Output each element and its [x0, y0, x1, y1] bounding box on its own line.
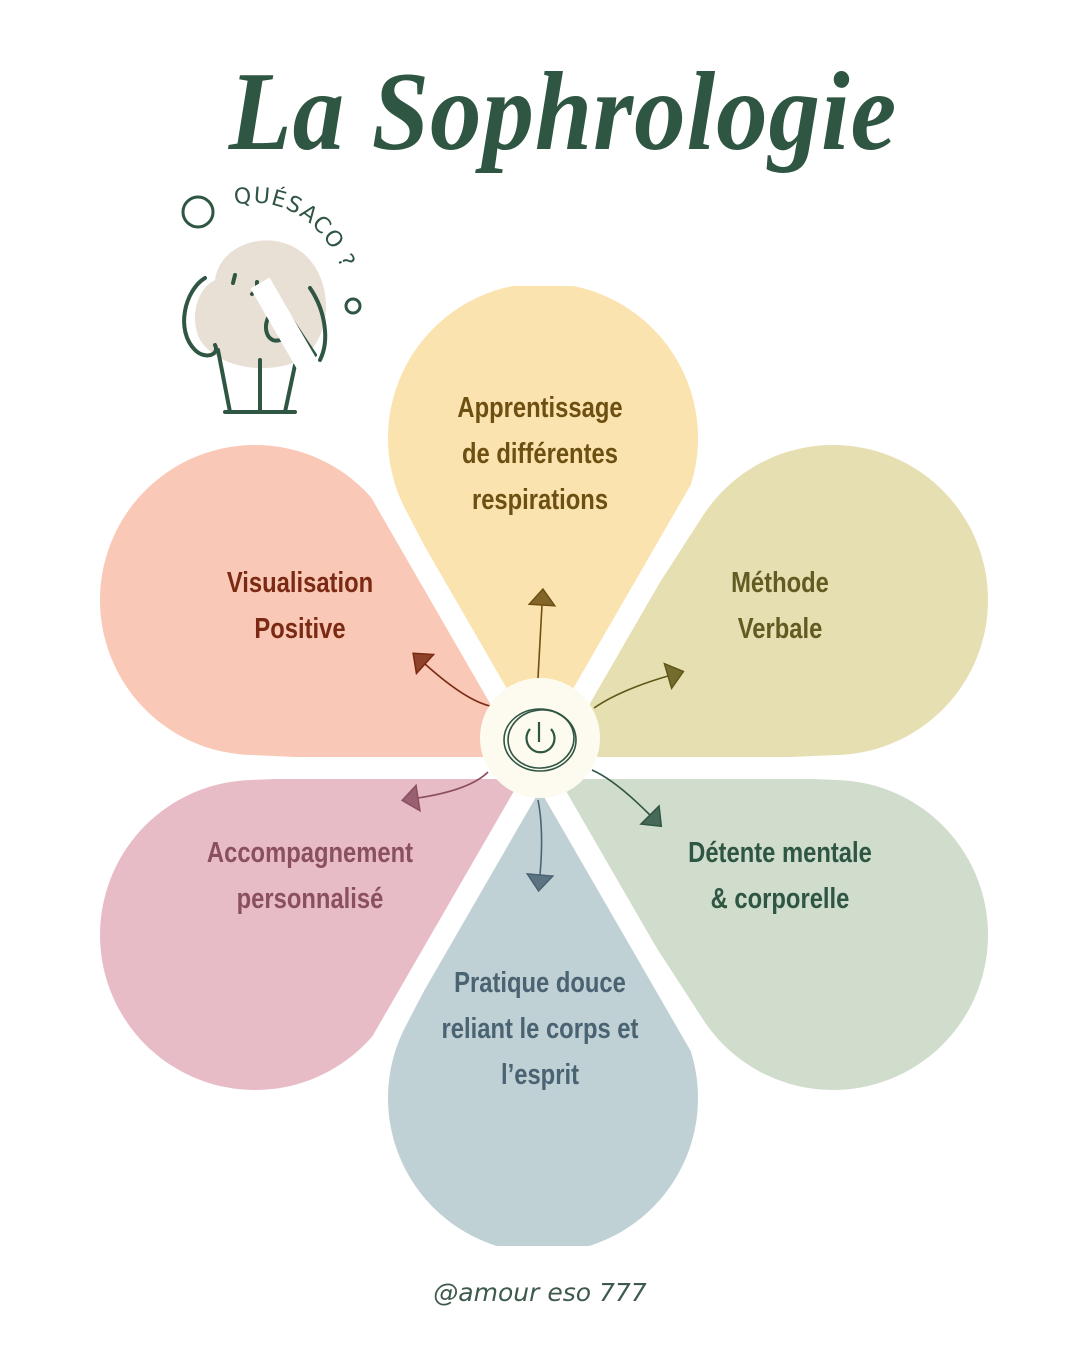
label-line: Accompagnement: [206, 837, 414, 869]
petal-label-bottom: Pratique douce reliant le corps et l’espri…: [401, 960, 680, 1098]
petal-bottom: [388, 768, 698, 1246]
arrow-head-icon: [400, 783, 421, 813]
label-line: Positive: [254, 613, 346, 645]
label-line: Apprentissage: [457, 392, 623, 424]
footer-credit: @amour eso 777: [433, 1278, 647, 1307]
arrow-shaft-lower-left: [417, 771, 489, 799]
label-line: Détente mentale: [688, 837, 872, 869]
label-line: reliant le corps et: [441, 1013, 639, 1045]
arrow-head-icon: [663, 662, 685, 690]
label-line: Visualisation: [226, 567, 374, 599]
power-icon[interactable]: [503, 706, 578, 773]
petal-top: [388, 286, 698, 768]
arrow-head-icon: [525, 872, 555, 893]
separator-diagonal-1: [530, 277, 830, 774]
petal-lower-left: [100, 768, 540, 1090]
label-line: respirations: [471, 484, 609, 516]
arrow-shaft-top: [537, 604, 543, 679]
arrow-shaft-upper-left: [424, 663, 491, 707]
separator-diagonal-2: [250, 277, 550, 774]
petal-lower-right: [540, 768, 989, 1090]
separator-diagonal-3: [530, 762, 830, 1259]
label-line: Verbale: [737, 613, 823, 645]
petal-upper-right: [540, 444, 988, 768]
arrow-head-icon: [639, 804, 663, 828]
arrow-shaft-lower-right: [591, 769, 651, 816]
arrow-shaft-upper-right: [593, 675, 669, 709]
label-line: l’esprit: [501, 1059, 579, 1091]
label-line: Méthode: [731, 567, 829, 599]
thought-bubble-small: [344, 297, 362, 315]
petal-upper-left: [100, 445, 540, 768]
arrow-shaft-bottom: [537, 799, 543, 876]
arrow-head-icon: [527, 587, 557, 607]
label-line: personnalisé: [236, 883, 384, 915]
arrow-head-icon: [412, 652, 436, 676]
page-title: La Sophrologie: [228, 50, 898, 174]
label-line: de différentes: [462, 438, 618, 470]
label-line: Pratique douce: [454, 967, 626, 999]
separator-diagonal-4: [250, 762, 550, 1259]
petal-label-lower-left: Accompagnement personnalisé: [171, 830, 450, 922]
thought-bubble-large: [181, 195, 215, 229]
petal-label-lower-right: Détente mentale & corporelle: [641, 830, 920, 922]
label-line: & corporelle: [710, 883, 850, 915]
petal-label-top: Apprentissage de différentes respirations: [401, 385, 680, 523]
